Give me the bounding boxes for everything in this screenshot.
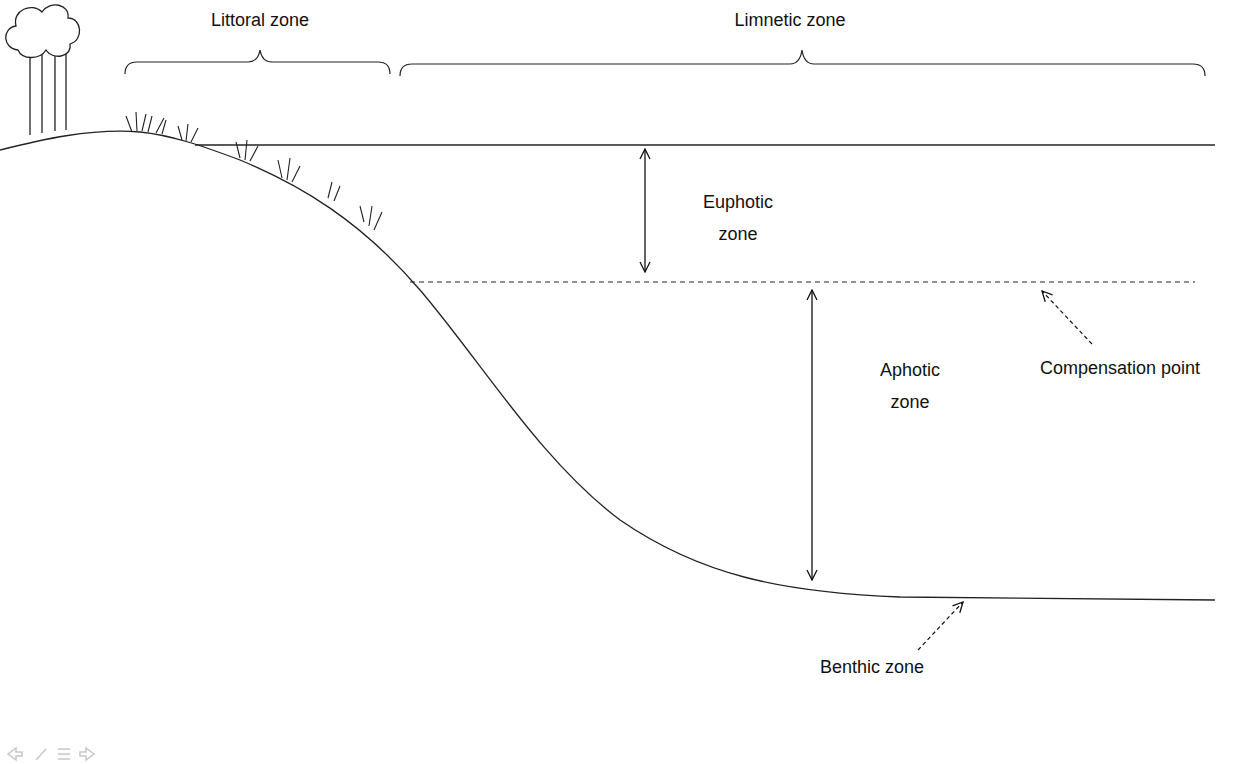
benthic-leader <box>918 602 963 650</box>
limnetic-bracket <box>400 50 1205 76</box>
littoral-bracket <box>125 50 390 74</box>
callout-label: Compensation point <box>1010 352 1230 384</box>
zone-label: Euphotic zone <box>688 186 788 250</box>
slide-nav-icons <box>8 748 94 760</box>
callout-label: Benthic zone <box>792 651 952 683</box>
zone-label: Aphotic zone <box>865 354 955 418</box>
trees <box>6 5 80 135</box>
euphotic-depth-arrow <box>644 149 645 272</box>
zone-label: Limnetic zone <box>690 4 890 36</box>
compensation-line <box>410 281 1195 282</box>
littoral-vegetation <box>126 112 382 230</box>
lake-basin-outline <box>0 131 1215 600</box>
aphotic-depth-arrow <box>811 290 812 580</box>
zone-label: Littoral zone <box>160 4 360 36</box>
water-surface <box>195 144 1215 145</box>
compensation-leader <box>1042 291 1092 344</box>
